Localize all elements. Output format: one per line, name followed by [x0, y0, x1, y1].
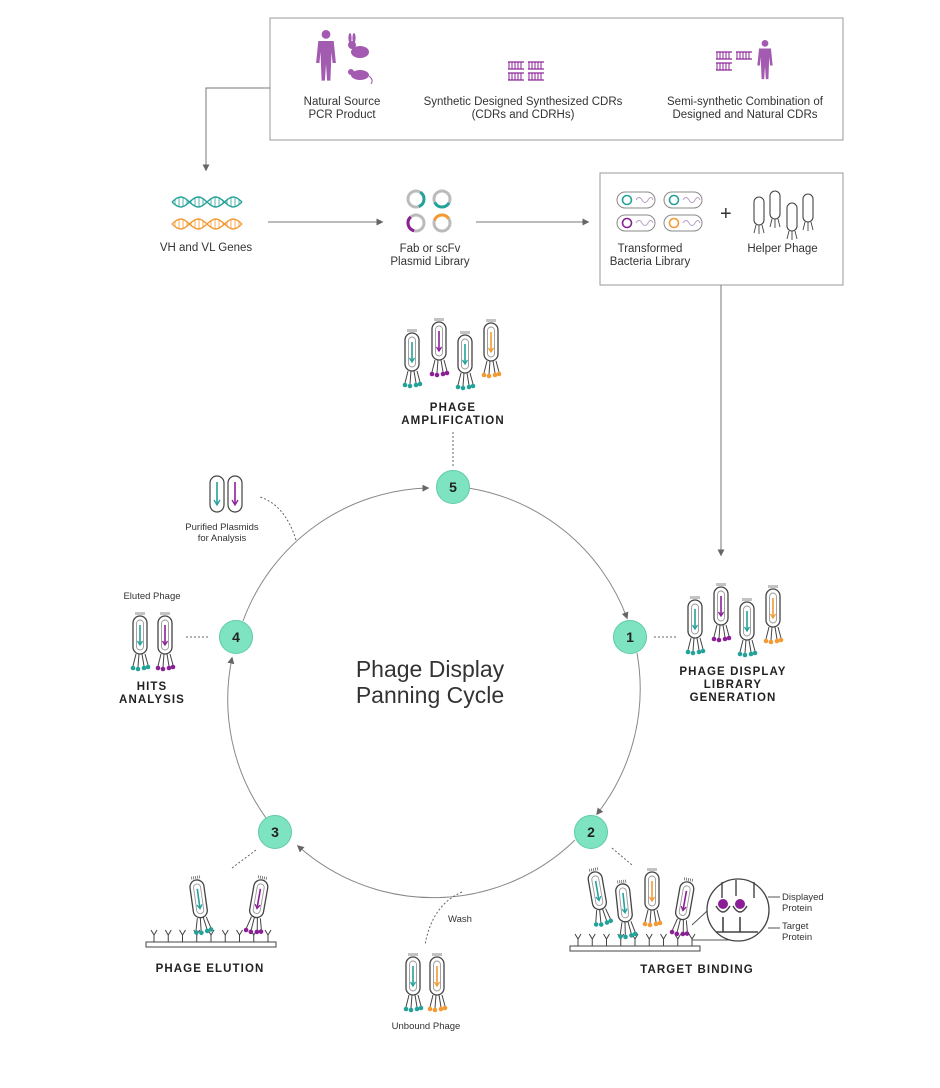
- phage-icon: [685, 596, 706, 656]
- helper-phage-label: Helper Phage: [747, 243, 818, 255]
- receptor-icon: [264, 929, 272, 942]
- phage-icon: [429, 318, 450, 378]
- wash-label: Wash: [448, 914, 472, 925]
- human-icon: [757, 40, 773, 80]
- plasmid-library-label: Fab or scFv Plasmid Library: [390, 243, 470, 268]
- phage-icon: [615, 879, 638, 940]
- cdr-block-icon: [716, 51, 752, 71]
- unbound-phage-label: Unbound Phage: [391, 1021, 461, 1032]
- plus-sign: +: [720, 203, 732, 225]
- mouse-icon: [348, 69, 373, 85]
- phage-icon: [587, 867, 614, 927]
- receptor-icon: [221, 929, 229, 942]
- elution-surface: [145, 941, 277, 948]
- receptor-icon: [588, 933, 596, 946]
- bacterium-icon: [663, 214, 703, 232]
- dotted-leaders: [186, 432, 678, 946]
- flow-connectors: [202, 87, 725, 557]
- phage-icon: [642, 868, 663, 928]
- source-natural-label: Natural Source PCR Product: [303, 96, 381, 121]
- source-synthetic-label: Synthetic Designed Synthesized CDRs (CDR…: [423, 96, 623, 121]
- binding-surface: [569, 945, 701, 952]
- phage-icon: [155, 612, 176, 672]
- dna-orange-icon: [171, 218, 243, 230]
- receptor-icon: [660, 933, 667, 946]
- phage-icon: [737, 598, 758, 658]
- panning-cycle-title: Phage Display Panning Cycle: [355, 656, 505, 708]
- phage-icon: [243, 875, 269, 935]
- phage-icon: [455, 331, 476, 391]
- receptor-icon: [179, 929, 186, 942]
- phage-icon: [403, 953, 424, 1013]
- purified-plasmids-label: Purified Plasmids for Analysis: [185, 522, 259, 544]
- cdr-block-icon: [508, 61, 544, 81]
- target-protein-label: Target Protein: [782, 921, 813, 943]
- phage-icon: [189, 875, 214, 936]
- displayed-protein-label: Displayed Protein: [782, 892, 824, 914]
- step-2-badge: 2: [574, 815, 608, 849]
- receptor-icon: [645, 933, 653, 946]
- step-4-badge: 4: [219, 620, 253, 654]
- receptor-icon: [603, 933, 610, 946]
- plasmid-icon: [406, 213, 426, 233]
- step-5-label: PHAGE AMPLIFICATION: [401, 402, 505, 427]
- plasmid-icon: [432, 189, 452, 209]
- phage-icon: [481, 319, 502, 379]
- receptor-icon: [150, 929, 158, 942]
- step-4-label: HITS ANALYSIS: [119, 681, 185, 706]
- eluted-phage-label: Eluted Phage: [123, 591, 181, 602]
- purified-plasmid-icon: [209, 475, 243, 513]
- vh-vl-genes-label: VH and VL Genes: [159, 242, 253, 254]
- phage-icon: [427, 953, 448, 1013]
- helper-phage-icon: [753, 196, 765, 234]
- rabbit-icon: [348, 33, 369, 58]
- source-semisynthetic-label: Semi-synthetic Combination of Designed a…: [667, 96, 823, 121]
- helper-phage-icon: [786, 202, 798, 240]
- bacterium-icon: [616, 214, 656, 232]
- dna-teal-icon: [171, 196, 243, 208]
- step-5-badge: 5: [436, 470, 470, 504]
- plasmid-icon: [406, 189, 426, 209]
- bacterium-icon: [663, 191, 703, 209]
- step-3-badge: 3: [258, 815, 292, 849]
- phage-icon: [402, 329, 423, 389]
- receptor-icon: [236, 929, 243, 942]
- phage-icon: [711, 583, 732, 643]
- cycle-arrow-3-to-4: [227, 656, 267, 819]
- cycle-arrow-4-to-5: [242, 484, 430, 622]
- source-box: [269, 17, 844, 141]
- step-1-label: PHAGE DISPLAY LIBRARY GENERATION: [679, 666, 787, 704]
- phage-icon: [130, 612, 151, 672]
- human-icon: [316, 30, 336, 81]
- helper-phage-icon: [769, 190, 781, 228]
- receptor-icon: [574, 933, 582, 946]
- cycle-arrow-2-to-3: [296, 839, 576, 899]
- cycle-arrow-5-to-1: [467, 487, 629, 620]
- panning-cycle-ring: [227, 484, 641, 899]
- phage-icon: [763, 585, 784, 645]
- cycle-arrow-1-to-2: [596, 652, 641, 816]
- source-to-genes-arrow: [202, 87, 270, 172]
- receptor-icon: [688, 933, 696, 946]
- plasmid-icon: [432, 213, 452, 233]
- receptor-icon: [164, 929, 172, 942]
- step-3-label: PHAGE ELUTION: [155, 963, 265, 975]
- phage-icon: [669, 877, 695, 937]
- bacteria-library-label: Transformed Bacteria Library: [609, 243, 691, 268]
- binding-zoom-icon: [706, 878, 770, 942]
- bacterium-icon: [616, 191, 656, 209]
- step-2-label: TARGET BINDING: [640, 964, 754, 976]
- step-1-badge: 1: [613, 620, 647, 654]
- helper-phage-icon: [802, 193, 814, 231]
